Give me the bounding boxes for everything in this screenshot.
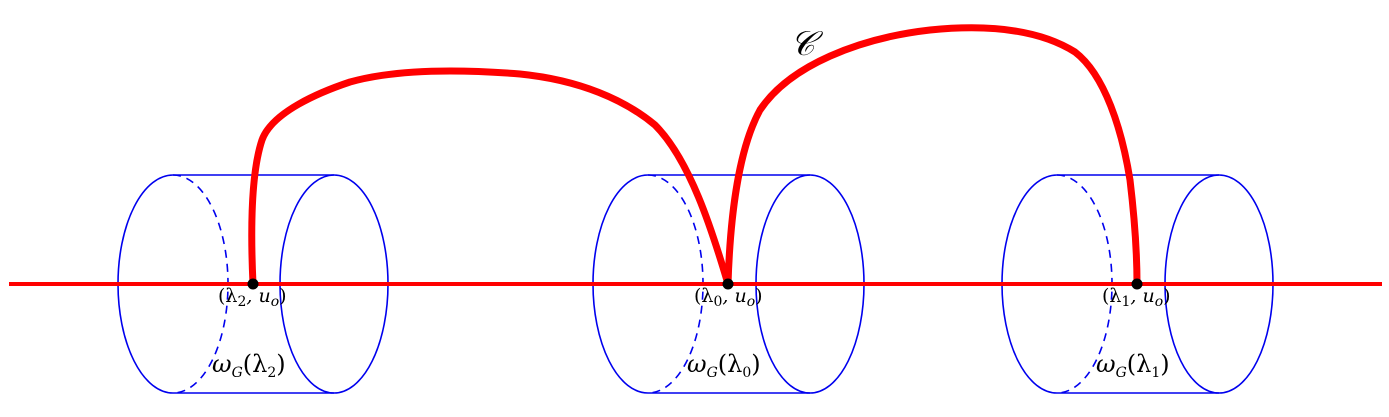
- point-label-p1: (λ1, uo): [1102, 285, 1171, 310]
- point-marker-p1: [1131, 278, 1143, 290]
- point-marker-p2: [247, 278, 259, 290]
- cylinder-label: ωG(λ2): [212, 350, 286, 381]
- curve-arc-right: [724, 24, 1141, 288]
- point-label-p2: (λ2, uo): [218, 285, 287, 310]
- cylinder-label: ωG(λ0): [687, 350, 761, 381]
- point-marker-p0: [722, 278, 734, 290]
- cylinder-label: ωG(λ1): [1096, 350, 1170, 381]
- curve-arc-left: [248, 67, 732, 288]
- point-label-p0: (λ0, uo): [694, 285, 763, 310]
